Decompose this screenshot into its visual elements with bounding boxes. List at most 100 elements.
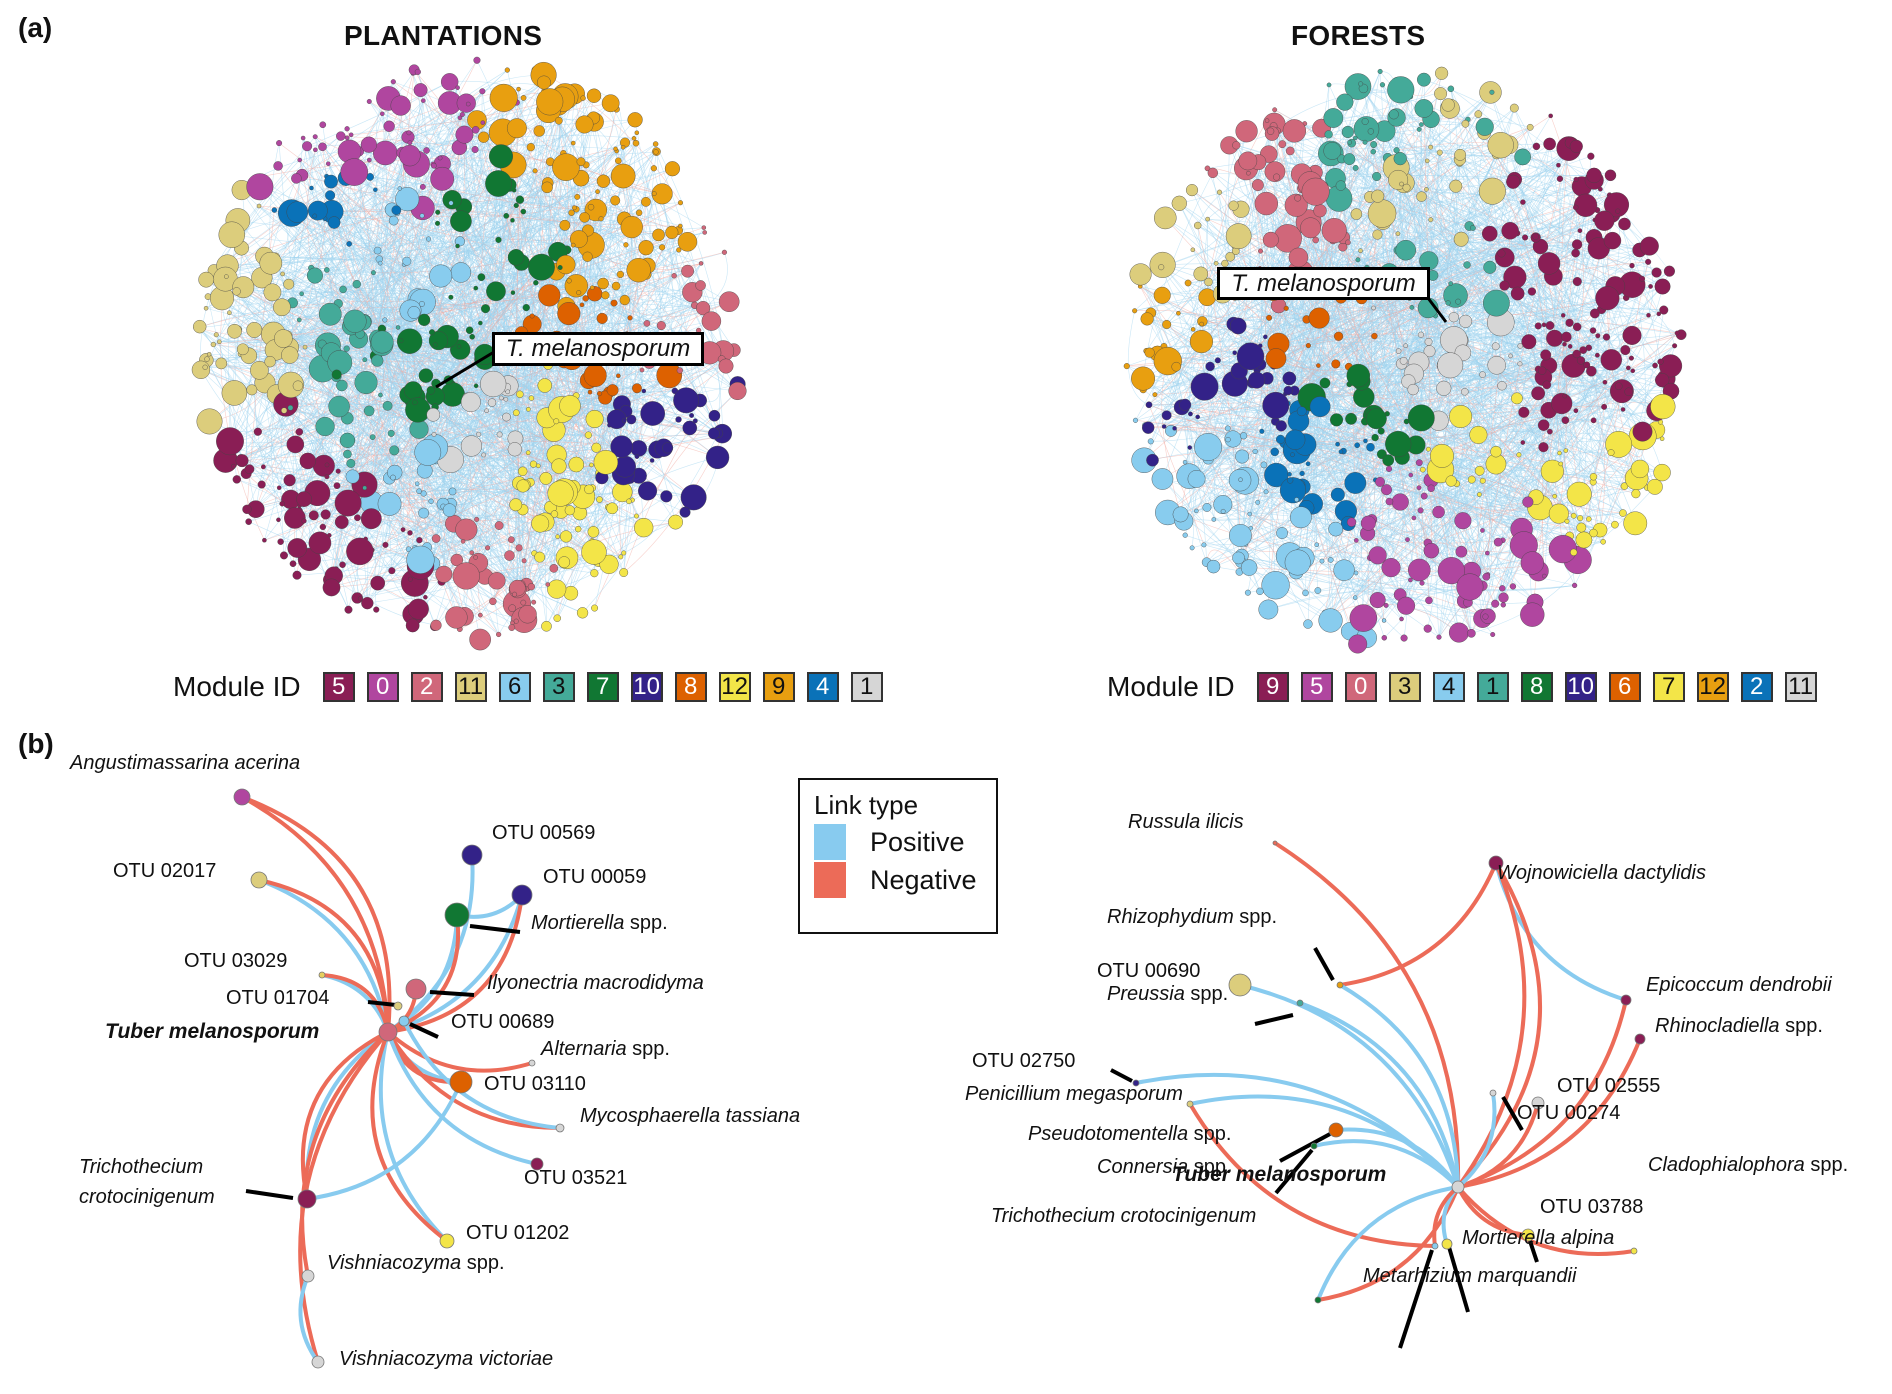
network-node	[1481, 225, 1498, 242]
network-node	[1206, 559, 1221, 574]
network-node	[418, 313, 431, 326]
network-node	[1285, 429, 1306, 450]
network-node	[1416, 485, 1422, 491]
network-node	[1657, 358, 1664, 365]
network-node	[1278, 140, 1287, 149]
network-node	[531, 514, 550, 533]
network-node	[471, 146, 479, 153]
network-node	[1205, 361, 1215, 372]
network-node	[510, 218, 515, 223]
network-node	[1589, 308, 1600, 319]
network-node	[354, 371, 378, 395]
network-node	[1232, 551, 1245, 565]
network-node	[582, 251, 593, 262]
network-node	[231, 463, 236, 469]
network-node	[1189, 545, 1195, 551]
network-node	[1469, 425, 1488, 444]
network-node	[1538, 442, 1549, 453]
network-node	[1454, 512, 1472, 530]
network-node	[1441, 98, 1455, 112]
network-node	[616, 373, 621, 379]
network-node	[1595, 286, 1620, 311]
network-node	[448, 487, 457, 496]
network-node	[1646, 478, 1663, 495]
network-node	[280, 551, 288, 560]
network-node	[1388, 109, 1399, 120]
network-node	[532, 168, 538, 174]
network-node	[638, 240, 654, 256]
network-node	[1531, 386, 1546, 401]
network-node	[531, 599, 537, 605]
network-node	[1407, 404, 1435, 432]
network-node	[652, 228, 665, 242]
network-node	[246, 384, 258, 396]
network-node	[550, 510, 559, 518]
network-node	[469, 333, 475, 340]
network-node	[318, 142, 327, 152]
network-node	[1370, 148, 1377, 155]
network-node	[1201, 542, 1207, 548]
network-node	[450, 553, 464, 567]
network-node	[597, 277, 609, 290]
network-node	[1259, 428, 1265, 434]
network-node	[664, 161, 680, 177]
network-node	[1639, 275, 1646, 282]
network-edge	[298, 343, 323, 432]
network-node	[390, 474, 396, 481]
network-node	[198, 271, 215, 288]
network-edge	[578, 142, 637, 240]
network-node	[380, 111, 385, 117]
network-node	[511, 591, 518, 597]
network-edge	[1238, 557, 1489, 617]
network-node	[484, 408, 489, 413]
network-node	[1577, 228, 1583, 233]
network-node	[1331, 359, 1341, 369]
network-node	[1417, 72, 1431, 87]
network-node	[416, 537, 423, 544]
network-node	[585, 410, 604, 428]
network-node	[673, 387, 699, 414]
network-edge	[370, 178, 582, 500]
network-node	[390, 95, 411, 116]
network-node	[1475, 117, 1494, 136]
network-node	[1161, 424, 1167, 429]
network-node	[1314, 587, 1322, 594]
network-node	[1194, 221, 1202, 230]
network-edge	[1213, 450, 1344, 567]
network-node	[1651, 267, 1662, 278]
network-node	[1264, 118, 1270, 123]
network-node	[668, 514, 683, 530]
network-node	[312, 213, 318, 219]
network-node	[1628, 355, 1634, 361]
network-node	[583, 363, 607, 387]
network-edge	[1197, 225, 1637, 494]
network-node	[204, 356, 210, 362]
network-edge	[285, 336, 738, 392]
network-node	[1371, 305, 1376, 311]
network-edge	[288, 283, 508, 393]
network-edge	[570, 447, 664, 594]
network-node	[1654, 278, 1671, 295]
network-node	[634, 130, 640, 135]
network-edge	[1332, 440, 1367, 613]
network-node	[610, 435, 633, 458]
network-node	[1190, 247, 1196, 253]
network-node	[1672, 343, 1678, 349]
network-node	[508, 604, 517, 613]
network-node	[1506, 174, 1521, 189]
network-node	[554, 116, 563, 125]
network-node	[257, 480, 266, 489]
network-edge	[535, 69, 681, 203]
network-node	[507, 118, 527, 139]
network-node	[1435, 66, 1449, 80]
network-node	[1436, 634, 1442, 640]
network-node	[1161, 410, 1172, 421]
network-node	[1551, 392, 1573, 415]
network-node	[507, 442, 522, 457]
network-node	[504, 67, 510, 73]
network-node	[581, 539, 607, 565]
network-node	[315, 416, 335, 437]
network-node	[1195, 414, 1200, 420]
network-node	[339, 561, 346, 569]
network-node	[1572, 582, 1578, 589]
